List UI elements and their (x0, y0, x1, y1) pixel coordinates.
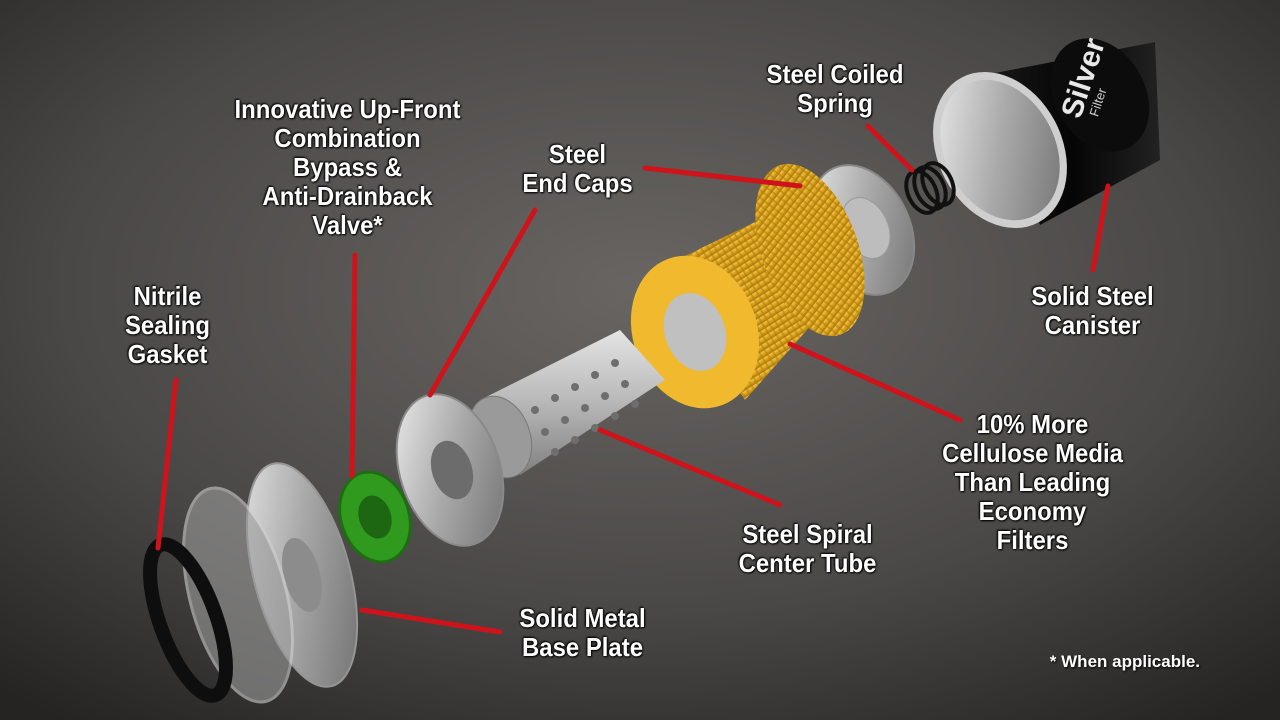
label-bypass-valve: Innovative Up-Front Combination Bypass &… (221, 95, 474, 240)
label-end-caps: Steel End Caps (515, 140, 639, 198)
label-center-tube: Steel Spiral Center Tube (727, 520, 888, 578)
label-steel-coiled-spring: Steel Coiled Spring (752, 60, 918, 118)
label-cellulose-media: 10% More Cellulose Media Than Leading Ec… (929, 410, 1136, 555)
leader-valve (352, 255, 355, 476)
footnote: * When applicable. (1050, 652, 1200, 672)
label-canister: Solid Steel Canister (1021, 282, 1164, 340)
label-gasket: Nitrile Sealing Gasket (105, 282, 229, 369)
label-base-plate: Solid Metal Base Plate (507, 604, 659, 662)
